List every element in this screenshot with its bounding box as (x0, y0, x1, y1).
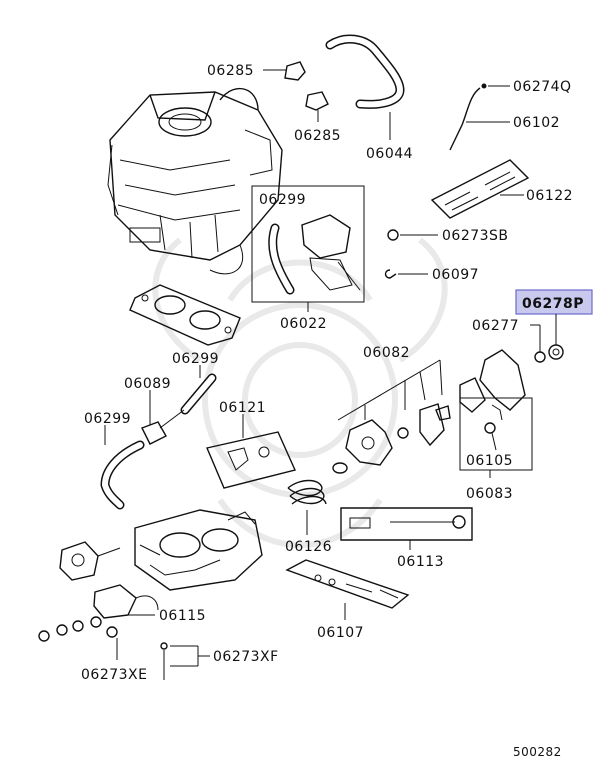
label-06274Q[interactable]: 06274Q (513, 79, 572, 95)
label-06126[interactable]: 06126 (285, 539, 332, 555)
label-06107[interactable]: 06107 (317, 625, 364, 641)
label-06082[interactable]: 06082 (363, 345, 410, 361)
kit-06122-drawing (430, 159, 530, 219)
base-gasket-drawing (129, 284, 241, 346)
label-06044[interactable]: 06044 (366, 146, 413, 162)
clamp-06285-top-drawing (263, 61, 306, 81)
label-06273XE[interactable]: 06273XE (81, 667, 147, 683)
label-06285-top[interactable]: 06285 (207, 63, 254, 79)
nuts-06277-06278P-drawing (530, 324, 564, 363)
spring-06126-drawing (287, 479, 327, 535)
linkage-group-06082 (332, 359, 451, 474)
label-06278P[interactable]: 06278P (522, 296, 584, 312)
screw-06273SB-drawing (387, 229, 438, 241)
label-06273XF[interactable]: 06273XF (213, 649, 279, 665)
label-06102[interactable]: 06102 (513, 115, 560, 131)
sensor-connector-drawing (59, 541, 121, 581)
label-06285-bottom[interactable]: 06285 (294, 128, 341, 144)
hose-06044-drawing (325, 34, 405, 140)
screw-06273XF-drawing (160, 642, 210, 680)
kit-06121-drawing (206, 414, 296, 489)
diagram-reference-number: 500282 (513, 745, 562, 759)
label-06299-box[interactable]: 06299 (259, 192, 306, 208)
lever-group-06083-drawing (459, 349, 533, 478)
label-06273SB[interactable]: 06273SB (442, 228, 509, 244)
throttle-body-drawing (134, 509, 263, 591)
hose-06299-middle-drawing (180, 365, 217, 415)
vacuum-unit-group-06022 (251, 185, 365, 312)
wire-06102-drawing (449, 83, 510, 151)
actuator-06115-drawing (93, 584, 159, 619)
kit-06113-drawing (340, 507, 473, 550)
carburetor-assembly-drawing (107, 87, 283, 275)
label-06299-mid[interactable]: 06299 (172, 351, 219, 367)
label-06105[interactable]: 06105 (466, 453, 513, 469)
label-06113[interactable]: 06113 (397, 554, 444, 570)
label-06089[interactable]: 06089 (124, 376, 171, 392)
kit-06107-drawing (285, 559, 410, 620)
clamp-06285-lower-drawing (305, 91, 329, 122)
label-06299-left[interactable]: 06299 (84, 411, 131, 427)
label-06122[interactable]: 06122 (526, 188, 573, 204)
hose-06299-left-drawing (100, 425, 145, 510)
label-06083[interactable]: 06083 (466, 486, 513, 502)
label-06115[interactable]: 06115 (159, 608, 206, 624)
part-06278P-highlight[interactable]: 06278P (515, 289, 593, 315)
label-06022[interactable]: 06022 (280, 316, 327, 332)
label-06097[interactable]: 06097 (432, 267, 479, 283)
clip-06097-drawing (384, 269, 428, 279)
washers-nuts-drawing (38, 616, 118, 660)
valve-06089-drawing (141, 390, 185, 445)
label-06121[interactable]: 06121 (219, 400, 266, 416)
label-06277[interactable]: 06277 (472, 318, 519, 334)
